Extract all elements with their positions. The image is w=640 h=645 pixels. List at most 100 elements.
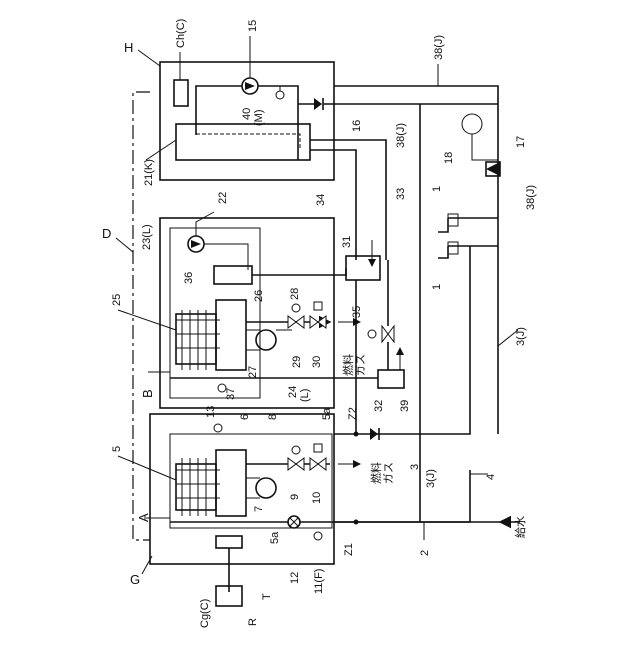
label-10: 10: [311, 492, 323, 504]
label-fuel-gas-2b: ガス: [382, 462, 395, 484]
label-12: 12: [289, 572, 301, 584]
label-5a-left: 5a: [269, 531, 281, 544]
sensor-18: [462, 114, 482, 134]
pump-15-triangle: [245, 82, 255, 90]
label-R: R: [247, 618, 259, 626]
burner-5-hatch: [182, 458, 206, 516]
label-33: 33: [395, 188, 407, 200]
fan-7: [256, 478, 276, 498]
label-fuel-gas-1b: ガス: [354, 354, 367, 376]
label-38J-top: 38(J): [433, 35, 445, 60]
pipe-pump15-loop: [196, 86, 298, 160]
faucet-1-top-box: [448, 214, 458, 226]
device-36: [214, 266, 252, 284]
burner-25-hatch: [182, 310, 206, 370]
label-38J-right: 38(J): [525, 185, 537, 210]
sensor-40M: [276, 91, 284, 99]
label-39: 39: [399, 400, 411, 412]
pipe-38J-top: [334, 86, 498, 434]
valve-9: [288, 458, 304, 470]
label-26: 26: [253, 290, 265, 302]
pipe-36-31: [252, 268, 346, 275]
label-5a-right: 5a: [321, 407, 333, 420]
valve-29: [288, 316, 304, 328]
label-34: 34: [315, 194, 327, 206]
junction-Z2: [354, 432, 359, 437]
check-valve-16: [314, 98, 322, 110]
faucet-1-top: [438, 218, 498, 232]
label-fuel-gas-1a: 燃料: [341, 354, 355, 376]
label-13: 13: [205, 406, 217, 418]
label-27: 27: [247, 366, 259, 378]
label-40M-letter: (M): [253, 110, 265, 127]
label-6: 6: [239, 414, 251, 420]
label-1-bottom: 1: [431, 284, 443, 290]
label-ChC: Ch(C): [175, 19, 187, 48]
label-24L-letter: (L): [299, 389, 311, 402]
valve-30-box: [314, 302, 322, 310]
fan-27: [256, 330, 276, 350]
mixer-12-x: [290, 518, 298, 526]
label-29: 29: [291, 356, 303, 368]
label-24L-num: 24: [287, 386, 299, 398]
leader-21K: [146, 140, 176, 160]
controller-Cg: [216, 536, 242, 548]
label-23L: 23(L): [141, 224, 153, 250]
label-8: 8: [267, 414, 279, 420]
burner-6: [216, 450, 246, 516]
label-1-top: 1: [431, 186, 443, 192]
label-32: 32: [373, 400, 385, 412]
label-38J-mid: 38(J): [395, 123, 407, 148]
label-9: 9: [289, 494, 301, 500]
sensor-35: [368, 330, 376, 338]
controller-Ch: [174, 80, 188, 106]
label-30: 30: [311, 356, 323, 368]
label-B: B: [140, 389, 155, 398]
label-21K: 21(K): [143, 159, 155, 186]
sensor-18-lead: [472, 134, 498, 160]
device-17-tri: [486, 162, 500, 176]
valve-10-box: [314, 444, 322, 452]
fan-27-link: [246, 330, 292, 350]
device-31: [346, 256, 380, 280]
valve-9-head: [292, 446, 300, 454]
label-11F: 11(F): [313, 569, 325, 594]
leader-D: [116, 238, 133, 252]
label-15: 15: [247, 20, 259, 32]
sensor-11F: [314, 532, 322, 540]
valve-10: [310, 458, 326, 470]
label-D: D: [102, 226, 111, 241]
heat-exchanger-21K-inner: [196, 134, 300, 148]
label-36: 36: [183, 272, 195, 284]
label-H: H: [124, 40, 133, 55]
label-5: 5: [111, 446, 123, 452]
label-3J-right: 3(J): [515, 327, 527, 346]
check-valve-39: [370, 428, 378, 440]
pump-22-triangle: [191, 240, 201, 248]
label-40M-num: 40: [241, 108, 253, 120]
label-7: 7: [253, 506, 265, 512]
leader-H: [138, 50, 160, 66]
label-2: 2: [419, 550, 431, 556]
inner-box-A: [170, 434, 332, 528]
label-G: G: [130, 572, 140, 587]
label-fuel-gas-2a: 燃料: [369, 462, 383, 484]
faucet-1-bottom-box: [448, 242, 458, 254]
label-CgC: Cg(C): [199, 599, 211, 628]
valve-30: [310, 316, 326, 328]
junction-Z1: [354, 520, 359, 525]
label-18: 18: [443, 152, 455, 164]
valve-28: [292, 304, 300, 312]
device-32: [378, 370, 404, 388]
faucet-1-bottom: [438, 246, 498, 258]
label-Z2: Z2: [347, 407, 359, 420]
leader-5: [118, 456, 176, 480]
label-Z1: Z1: [343, 543, 355, 556]
label-T: T: [261, 593, 273, 600]
sensor-13: [214, 424, 222, 432]
label-28: 28: [289, 288, 301, 300]
burner-26: [216, 300, 246, 370]
label-3: 3: [409, 464, 421, 470]
